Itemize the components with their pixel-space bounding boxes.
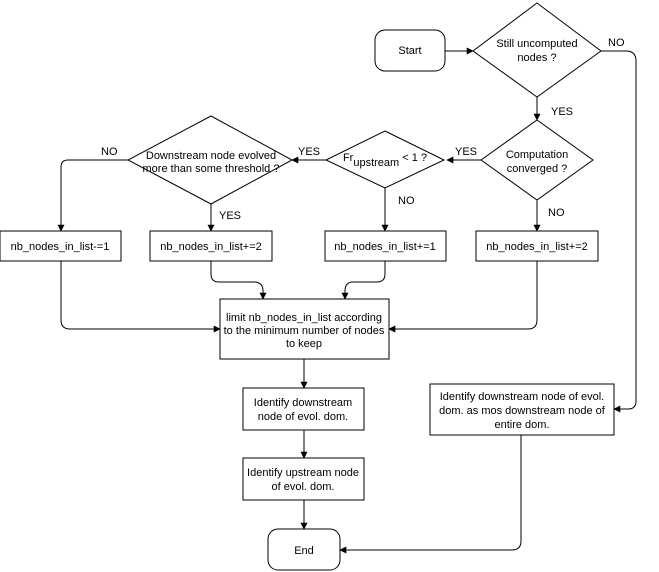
identify-entire-process: Identify downstream node of evol. dom. a…	[429, 383, 615, 436]
limit-nb-label-line-2: to the minimum number of nodes	[224, 325, 385, 337]
limit-nb-process: limit nb_nodes_in_list according to the …	[219, 298, 390, 360]
edge-label-converged-no: NO	[548, 207, 565, 219]
fr-label-subscript: upstream	[353, 157, 399, 169]
still-uncomputed-label-line-1: Still uncomputed	[496, 38, 577, 50]
still-uncomputed-decision: Still uncomputed nodes ?	[472, 2, 602, 98]
edge-nb-minus1-to-limit	[60, 261, 221, 333]
fr-upstream-decision: Frupstream < 1 ?	[324, 130, 446, 189]
edges	[57, 47, 637, 554]
edge-label-converged-yes: YES	[455, 146, 477, 158]
nb-plus2-left-label: nb_nodes_in_list+=2	[160, 241, 262, 253]
limit-nb-label-line-3: to keep	[286, 338, 322, 350]
nb-minus1-process: nb_nodes_in_list-=1	[0, 230, 122, 262]
edge-label-downstream-yes: YES	[219, 210, 241, 222]
computation-converged-decision: Computation converged ?	[480, 119, 594, 201]
identify-entire-label-line-3: entire dom.	[494, 419, 549, 431]
identify-downstream-process: Identify downstream node of evol. dom.	[242, 387, 365, 431]
edge-label-downstream-no: NO	[101, 146, 118, 158]
computation-converged-label-line-1: Computation	[506, 149, 568, 161]
fr-label-rest: < 1 ?	[399, 152, 427, 164]
end-label: End	[294, 545, 314, 557]
edge-identify-entire-to-end	[339, 435, 522, 554]
edge-nb-plus2-left-to-limit	[210, 261, 267, 300]
nb-plus1-label: nb_nodes_in_list+=1	[334, 241, 436, 253]
edge-nb-plus1-to-limit	[341, 261, 386, 300]
identify-upstream-label-line-2: of evol. dom.	[272, 481, 335, 493]
edge-label-fr-no: NO	[398, 195, 415, 207]
identify-upstream-process: Identify upstream node of evol. dom.	[242, 457, 365, 501]
nb-plus2-right-label: nb_nodes_in_list+=2	[486, 241, 588, 253]
start-label: Start	[398, 45, 421, 57]
edge-label-still-yes: YES	[551, 106, 573, 118]
edge-downstream-no	[57, 159, 128, 232]
computation-converged-label-line-2: converged ?	[507, 163, 568, 175]
identify-entire-label-line-2: dom. as mos downstream node of	[439, 405, 606, 417]
nb-plus2-left-process: nb_nodes_in_list+=2	[149, 230, 273, 262]
nb-plus1-process: nb_nodes_in_list+=1	[324, 230, 447, 262]
identify-entire-label-line-1: Identify downstream node of evol.	[440, 391, 604, 403]
identify-upstream-label-line-1: Identify upstream node	[247, 467, 359, 479]
limit-nb-label-line-1: limit nb_nodes_in_list according	[226, 312, 382, 324]
edge-label-still-no: NO	[608, 37, 625, 49]
identify-downstream-label-line-1: Identify downstream	[254, 397, 352, 409]
fr-label-main: Fr	[343, 152, 354, 164]
edge-labels: NO YES YES NO YES NO NO YES	[101, 37, 625, 222]
end-node: End	[267, 528, 341, 571]
edge-label-fr-yes: YES	[298, 146, 320, 158]
still-uncomputed-label-line-2: nodes ?	[517, 52, 556, 64]
identify-downstream-label-line-2: node of evol. dom.	[258, 411, 349, 423]
downstream-evolved-decision: Downstream node evolved more than some t…	[126, 115, 294, 205]
fr-upstream-label: Frupstream < 1 ?	[343, 152, 427, 169]
edge-still-uncomputed-no	[601, 50, 637, 413]
downstream-evolved-label-line-1: Downstream node evolved	[146, 150, 276, 162]
nb-plus2-right-process: nb_nodes_in_list+=2	[475, 230, 599, 262]
start-node: Start	[374, 29, 446, 72]
nb-minus1-label: nb_nodes_in_list-=1	[11, 241, 110, 253]
downstream-evolved-label-line-2: more than some threshold ?	[143, 163, 280, 175]
edge-nb-plus2-right-to-limit	[388, 261, 538, 333]
